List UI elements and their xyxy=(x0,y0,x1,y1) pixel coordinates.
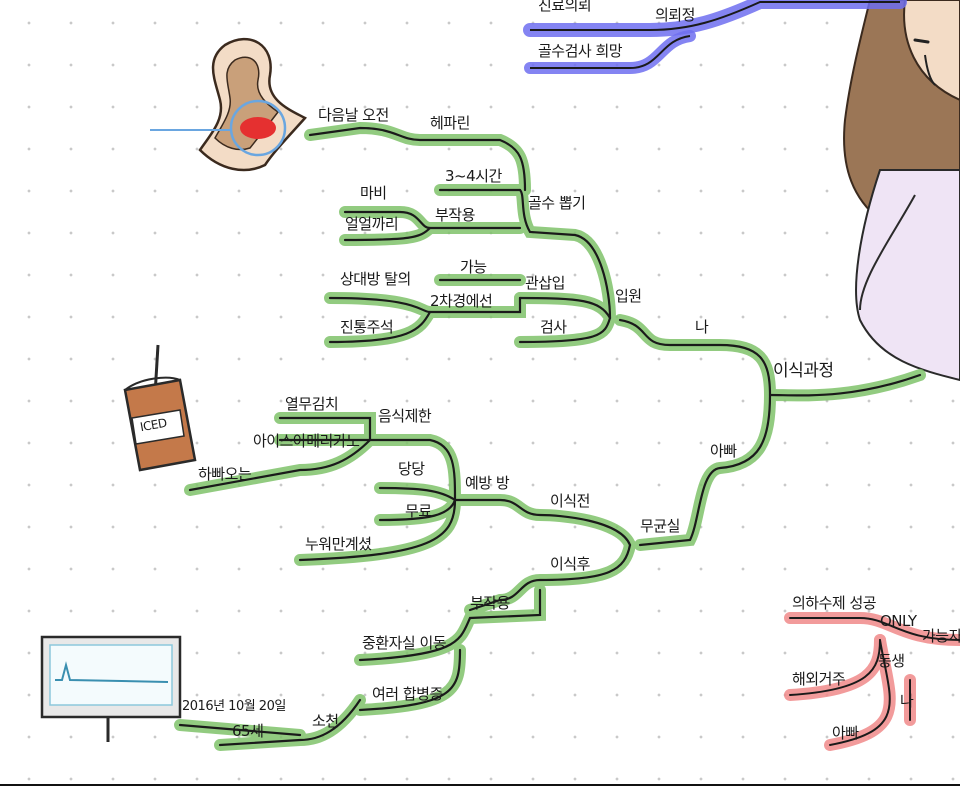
node-prevention: 예방 방 xyxy=(465,474,510,492)
blue-branch xyxy=(523,0,907,74)
node-time: 3~4시간 xyxy=(445,167,502,185)
iced-coffee-illustration xyxy=(123,344,197,472)
blue-label-b: 골수검사 희망 xyxy=(538,42,623,60)
node-before: 이식전 xyxy=(550,492,590,510)
node-undress: 상대방 탈의 xyxy=(340,270,411,288)
node-after: 이식후 xyxy=(550,555,590,573)
node-icu-move: 중환자실 이동 xyxy=(362,634,447,652)
node-side-effect-dad: 부작용 xyxy=(470,594,510,612)
monitor-illustration xyxy=(40,635,182,742)
node-drink-a: 열무김치 xyxy=(285,395,339,413)
bone-marrow-illustration xyxy=(150,37,307,172)
red-me: 나 xyxy=(900,692,914,710)
node-possible: 가능 xyxy=(460,258,487,276)
node-marrow: 골수 뽑기 xyxy=(528,194,586,212)
node-age: 65세 xyxy=(232,722,264,740)
node-sterile-room: 무균실 xyxy=(640,517,680,535)
blue-label-c: 의뢰정 xyxy=(655,6,695,24)
node-free: 무료 xyxy=(405,502,432,520)
red-title: 의하수제 성공 xyxy=(792,594,877,612)
node-hi: 하빠오는 xyxy=(198,465,252,483)
red-dad: 아빠 xyxy=(832,724,859,742)
woman-illustration xyxy=(843,0,960,382)
node-numb: 얼얼까리 xyxy=(345,215,399,233)
node-pain: 마비 xyxy=(360,184,387,202)
central-topic: 이식과정 xyxy=(773,361,834,381)
red-only: ONLY xyxy=(880,612,917,630)
node-caution: 당당 xyxy=(398,460,425,478)
node-passed-away: 소천 xyxy=(312,712,339,730)
bottom-edge xyxy=(0,784,960,798)
node-complications: 여러 합병증 xyxy=(372,685,443,703)
node-catheter: 관삽입 xyxy=(525,274,565,292)
node-drink-b: 아이스아메리카노 xyxy=(253,432,360,450)
node-food-limit: 음식제한 xyxy=(378,407,432,425)
node-dad: 아빠 xyxy=(710,442,737,460)
red-sibling: 동생 xyxy=(878,652,905,670)
node-chemo: 진통주석 xyxy=(340,318,394,336)
node-date: 2016년 10월 20일 xyxy=(182,699,286,714)
red-branch xyxy=(784,612,960,751)
node-next-morning: 다음날 오전 xyxy=(318,106,389,124)
blue-label-a: 진료의뢰 xyxy=(538,0,592,14)
node-lying: 누워만계셨 xyxy=(305,535,372,553)
node-heparin: 헤파린 xyxy=(430,114,470,132)
node-second-path: 2차경에선 xyxy=(430,292,493,310)
node-side-effect: 부작용 xyxy=(435,206,475,224)
node-admission: 입원 xyxy=(615,287,642,305)
red-possible: 가능자 xyxy=(922,627,960,645)
node-exam: 검사 xyxy=(540,318,567,336)
ink-lines xyxy=(178,126,922,747)
node-me: 나 xyxy=(695,318,709,336)
red-abroad: 해외거주 xyxy=(792,670,846,688)
